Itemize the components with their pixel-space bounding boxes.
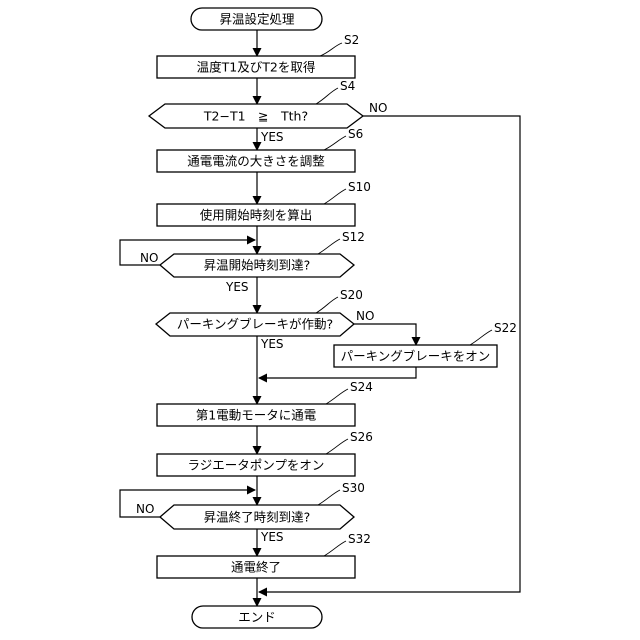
start-terminal: 昇温設定処理 [191, 8, 322, 30]
process-s10: 使用開始時刻を算出 [157, 204, 355, 226]
s12-yes-label: YES [225, 280, 249, 294]
start-label: 昇温設定処理 [219, 12, 295, 27]
s4-no-label: NO [369, 101, 387, 115]
process-s32-label: 通電終了 [231, 560, 281, 575]
s30-step: S30 [342, 481, 365, 495]
process-s24-label: 第1電動モータに通電 [196, 408, 317, 423]
s12-no-label: NO [140, 251, 158, 265]
s2-leader [320, 43, 342, 56]
s4-step: S4 [340, 79, 355, 93]
s24-step: S24 [350, 380, 373, 394]
decision-s20: パーキングブレーキが作動? [156, 313, 354, 336]
s32-step: S32 [348, 532, 371, 546]
s20-no-label: NO [356, 309, 374, 323]
s2-step: S2 [344, 33, 359, 47]
s20-yes-label: YES [260, 337, 284, 351]
process-s22: パーキングブレーキをオン [334, 345, 497, 367]
decision-s4-label: T2−T1 ≧ Tth? [203, 109, 308, 124]
s6-leader [324, 136, 346, 150]
process-s6: 通電電流の大きさを調整 [157, 150, 355, 172]
end-label: エンド [238, 610, 276, 625]
s22-step: S22 [494, 321, 517, 335]
s6-step: S6 [348, 127, 363, 141]
s26-leader [326, 439, 348, 454]
process-s10-label: 使用開始時刻を算出 [200, 208, 313, 223]
process-s26: ラジエータポンプをオン [157, 454, 355, 476]
process-s24: 第1電動モータに通電 [157, 404, 355, 426]
process-s2-label: 温度T1及びT2を取得 [197, 60, 316, 75]
s12-leader [318, 239, 340, 254]
s4-yes-label: YES [260, 130, 284, 144]
arrow-s20-no [354, 324, 416, 345]
decision-s20-label: パーキングブレーキが作動? [177, 317, 333, 332]
process-s22-label: パーキングブレーキをオン [341, 349, 491, 364]
s24-leader [326, 389, 348, 404]
process-s32: 通電終了 [157, 556, 355, 578]
s20-step: S20 [340, 288, 363, 302]
decision-s30: 昇温終了時刻到達? [160, 505, 354, 529]
decision-s12: 昇温開始時刻到達? [160, 254, 354, 277]
end-terminal: エンド [192, 606, 322, 628]
decision-s4: T2−T1 ≧ Tth? [149, 104, 363, 128]
decision-s30-label: 昇温終了時刻到達? [204, 510, 311, 525]
s30-leader [318, 490, 340, 505]
decision-s12-label: 昇温開始時刻到達? [204, 258, 311, 273]
s12-step: S12 [342, 230, 365, 244]
s26-step: S26 [350, 430, 373, 444]
process-s26-label: ラジエータポンプをオン [188, 458, 325, 473]
s20-leader [316, 297, 338, 313]
s10-step: S10 [348, 180, 371, 194]
s30-yes-label: YES [260, 530, 284, 544]
s32-leader [324, 541, 346, 556]
s22-leader [470, 330, 492, 345]
process-s2: 温度T1及びT2を取得 [157, 56, 355, 78]
process-s6-label: 通電電流の大きさを調整 [187, 154, 325, 169]
arrow-s22-return [259, 367, 416, 378]
s30-no-label: NO [136, 502, 154, 516]
s4-leader [316, 88, 338, 104]
s10-leader [324, 189, 346, 204]
